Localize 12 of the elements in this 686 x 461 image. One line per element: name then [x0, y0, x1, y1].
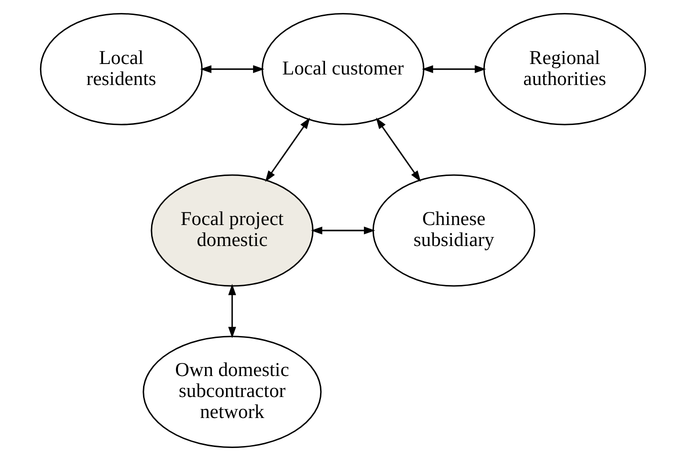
node-ellipse: Regional authorities — [483, 13, 646, 126]
arrow — [228, 284, 236, 338]
arrow — [422, 65, 486, 74]
arrow — [311, 226, 376, 234]
node-ellipse: Chinese subsidiary — [372, 174, 536, 287]
node-ellipse: Own domestic subcontractor network — [142, 336, 322, 448]
node-ellipse: Local residents — [40, 13, 203, 126]
arrow — [265, 118, 310, 182]
arrow — [200, 65, 264, 74]
arrow — [376, 118, 421, 182]
node-ellipse: Focal project domestic — [150, 174, 314, 287]
node-ellipse: Local customer — [262, 13, 424, 126]
